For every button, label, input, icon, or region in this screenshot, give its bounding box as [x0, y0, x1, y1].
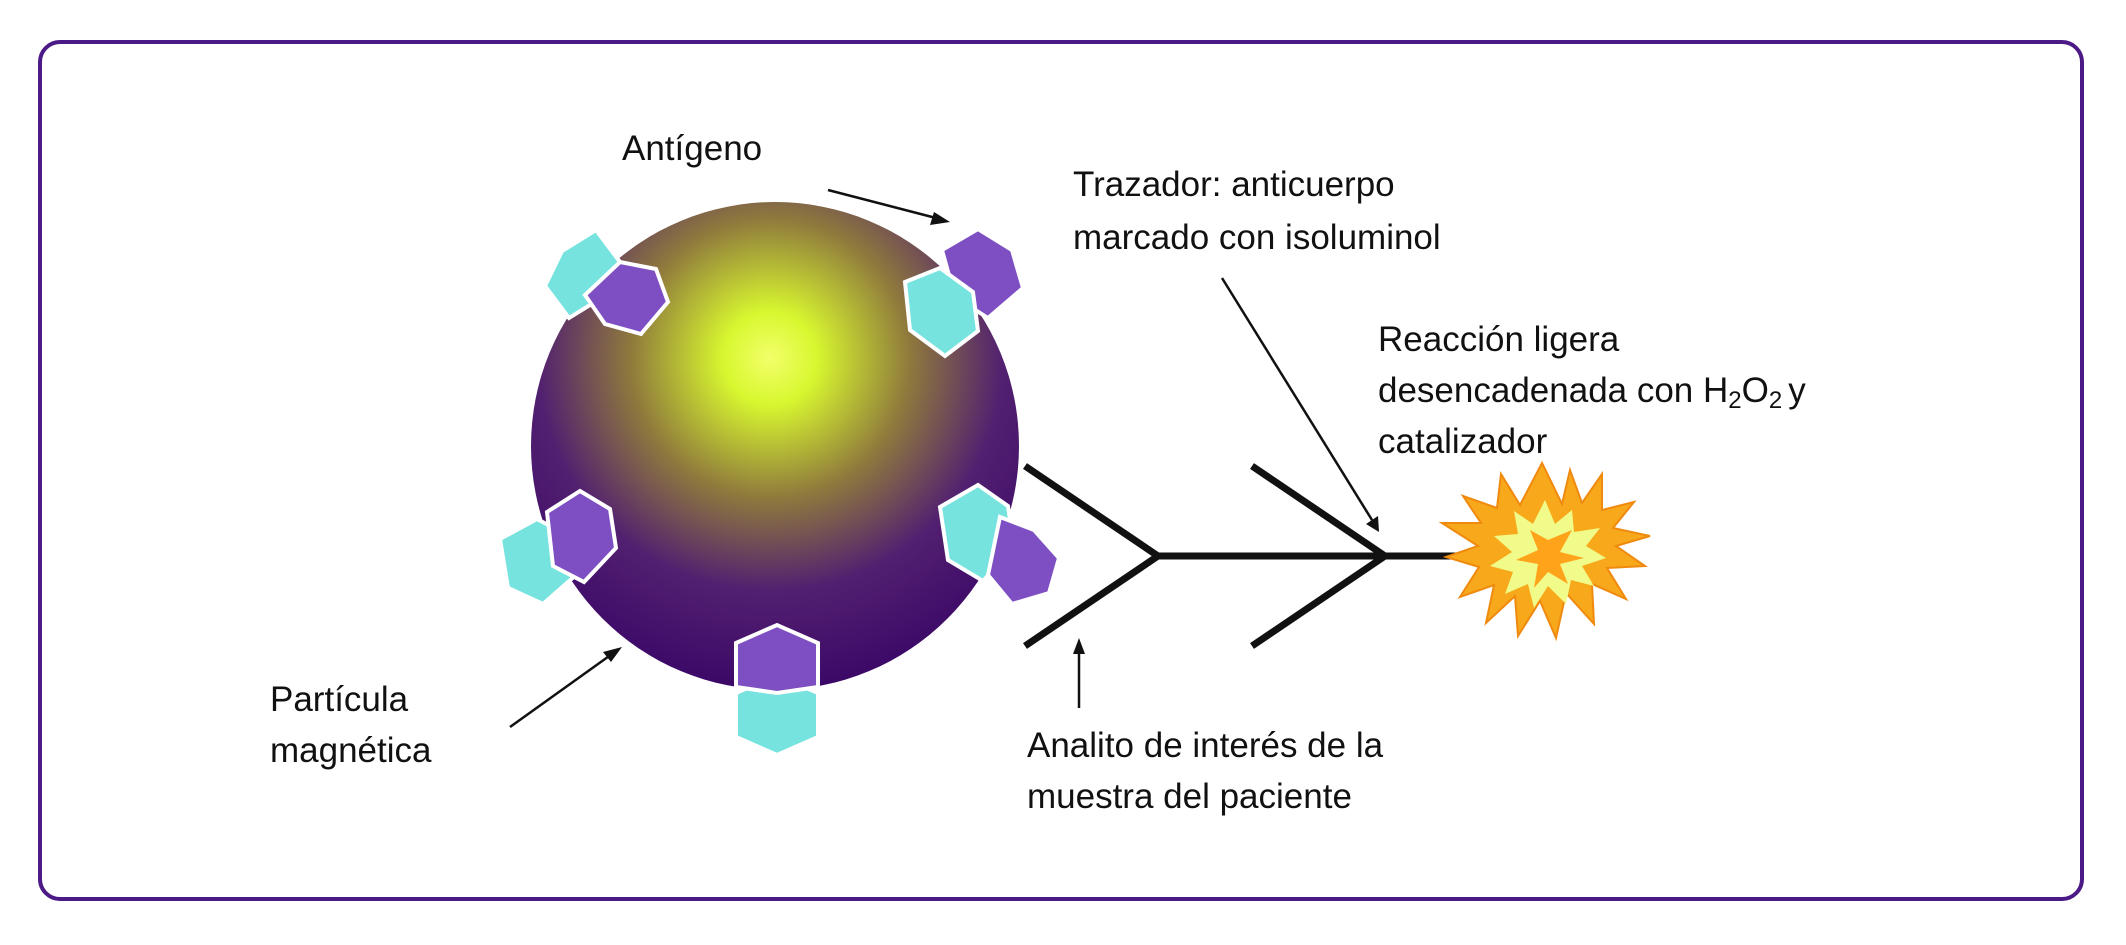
tracer-lower-arm — [1250, 553, 1387, 649]
analyte-label-line1: Analito de interés de la — [1027, 726, 1384, 765]
particle-arrowhead — [603, 647, 622, 662]
reaction-mid: O — [1741, 371, 1769, 410]
diagram-frame — [38, 40, 2084, 901]
pointer-arrows — [509, 188, 1379, 729]
reaction-suffix: y — [1788, 371, 1806, 410]
reaction-label-line3: catalizador — [1378, 422, 1548, 461]
antigen-arrowhead — [930, 212, 950, 225]
analyte-arrowhead — [1073, 638, 1085, 654]
antigen-hexagons — [497, 226, 1062, 758]
tracer-label-line2: marcado con isoluminol — [1073, 218, 1441, 257]
reaction-sub2: 2 — [1768, 387, 1783, 414]
hexagon-purple — [985, 514, 1062, 607]
antigen-label: Antígeno — [622, 129, 763, 168]
particle-label-line2: magnética — [270, 731, 432, 770]
antigen-arrow — [827, 188, 937, 220]
reaction-label-line1: Reacción ligera — [1378, 320, 1620, 359]
particle-label-line1: Partícula — [270, 680, 409, 719]
antibody-structure — [1023, 463, 1460, 649]
magnetic-particle-sphere — [531, 202, 1019, 690]
analyte-lower-arm — [1023, 553, 1160, 649]
hexagon-purple — [734, 622, 820, 696]
light-burst-icon — [1438, 460, 1651, 642]
tracer-arrow — [1220, 277, 1374, 521]
hexagon-cyan — [902, 265, 981, 359]
particle-arrow — [509, 652, 613, 729]
tracer-arrowhead — [1366, 516, 1379, 532]
hexagon-purple — [582, 259, 671, 337]
reaction-sub1: 2 — [1728, 387, 1742, 414]
reaction-line2-prefix: desencadenada con H — [1378, 371, 1729, 410]
tracer-upper-arm — [1250, 463, 1387, 559]
analyte-upper-arm — [1023, 463, 1160, 559]
hexagon-purple — [544, 488, 619, 585]
analyte-label-line2: muestra del paciente — [1027, 777, 1352, 816]
tracer-label-line1: Trazador: anticuerpo — [1073, 165, 1395, 204]
